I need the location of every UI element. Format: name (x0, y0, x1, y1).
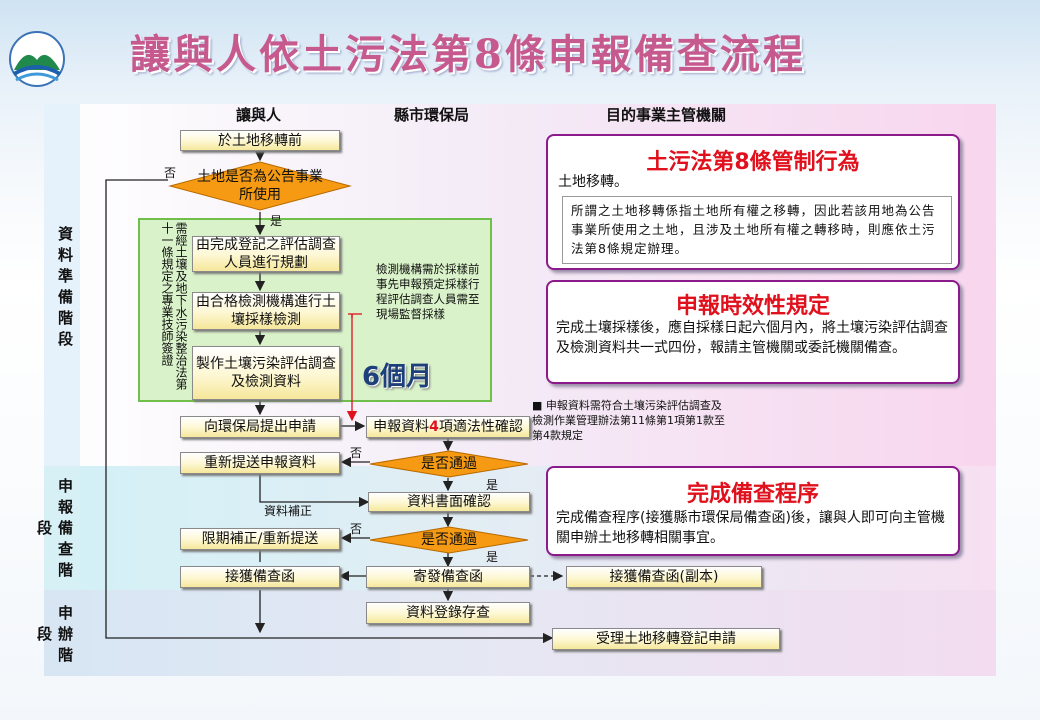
info-box2-text: 完成土壤採樣後，應自採樣日起六個月內，將土壤污染評估調查及檢測資料共一式四份，報… (556, 320, 948, 356)
info-box1-detail: 所謂之土地移轉係指土地所有權之移轉，因此若該用地為公告事業所使用之土地，且涉及土… (562, 196, 952, 264)
info-box3-title: 完成備查程序 (686, 482, 819, 507)
confirm-number: 4 (429, 419, 439, 435)
info-box-controlled-action: 土污法第8條管制行為 土地移轉。 所謂之土地移轉係指土地所有權之移轉，因此若該用… (546, 134, 960, 270)
document-requirement-note: ■ 申報資料需符合土壤污染評估調查及檢測作業管理辦法第11條第1項第1款至第4款… (532, 399, 725, 442)
info-box-completion: 完成備查程序 完成備查程序(接獲縣市環保局備查函)後，讓與人即可向主管機關申辦土… (546, 466, 960, 556)
confirm-prefix: 申報資料 (373, 419, 430, 435)
info-box1-lead: 土地移轉。 (558, 174, 628, 190)
label-no-pass1: 否 (350, 446, 363, 460)
step-doc-review: 資料書面確認 (368, 492, 530, 512)
decision-public-use: 土地是否為公告事業所使用 (197, 169, 323, 203)
decision-pass1: 是否通過 (421, 456, 477, 472)
label-yes-pass1: 是 (486, 478, 499, 492)
stage-label-report: 申報備查階段 (35, 477, 74, 583)
label-yes-pass2: 是 (486, 550, 499, 564)
decision-public-use-shape (168, 161, 352, 211)
stage-tab-apply (44, 590, 80, 676)
step-transfer-apply: 受理土地移轉登記申請 (552, 628, 780, 650)
step-receive-letter: 接獲備查函 (180, 566, 340, 588)
stage-tab-prepare (44, 104, 80, 466)
step-resubmit: 重新提送申報資料 (180, 452, 340, 474)
column-header-authority: 目的事業主管機關 (606, 106, 727, 124)
certification-note: 需經土壤及地下水污染整治法第十一條規定之專業技師簽證 (160, 222, 188, 390)
step-report: 製作土壤污染評估調查及檢測資料 (192, 346, 340, 400)
step-before-transfer: 於土地移轉前 (180, 130, 340, 151)
info-box3-text: 完成備查程序(接獲縣市環保局備查函)後，讓與人即可向主管機關申辦土地移轉相關事宜… (556, 510, 945, 546)
page-title: 讓與人依土污法第8條申報備查流程 (130, 31, 806, 78)
info-box2-title: 申報時效性規定 (675, 294, 830, 319)
label-no-public-use: 否 (164, 166, 177, 180)
step-sampling: 由合格檢測機構進行土壤採樣檢測 (192, 292, 340, 330)
column-header-epb: 縣市環保局 (394, 106, 470, 124)
lab-note: 檢測機構需於採樣前事先申報預定採樣行程評估調查人員需至現場監督採樣 (376, 262, 480, 321)
step-plan: 由完成登記之評估調查人員進行規劃 (192, 236, 340, 272)
agency-logo-icon (9, 31, 65, 87)
decision-pass1-shape (369, 450, 529, 478)
label-yes-public-use: 是 (270, 214, 283, 228)
step-send-letter: 寄發備查函 (366, 566, 530, 588)
stage-label-apply: 申辦階段 (35, 604, 74, 668)
step-submit-epb: 向環保局提出申請 (180, 416, 340, 438)
step-archive: 資料登錄存查 (366, 602, 530, 624)
step-copy-letter: 接獲備查函(副本) (566, 566, 762, 588)
stage-label-prepare: 資料準備階段 (56, 226, 74, 352)
step-deadline-fix: 限期補正/重新提送 (180, 528, 340, 550)
decision-pass2: 是否通過 (421, 532, 477, 548)
supplement-note: 資料補正 (264, 504, 313, 518)
six-months-label: 6個月 (362, 362, 433, 392)
decision-pass2-shape (369, 526, 529, 554)
info-box1-title: 土污法第8條管制行為 (646, 150, 860, 175)
confirm-suffix: 項適法性確認 (438, 419, 523, 435)
info-box-timeliness: 申報時效性規定 完成土壤採樣後，應自採樣日起六個月內，將土壤污染評估調查及檢測資… (546, 280, 960, 384)
label-no-pass2: 否 (350, 522, 363, 536)
column-header-transferor: 讓與人 (236, 106, 282, 124)
stage-tab-report (44, 466, 80, 590)
